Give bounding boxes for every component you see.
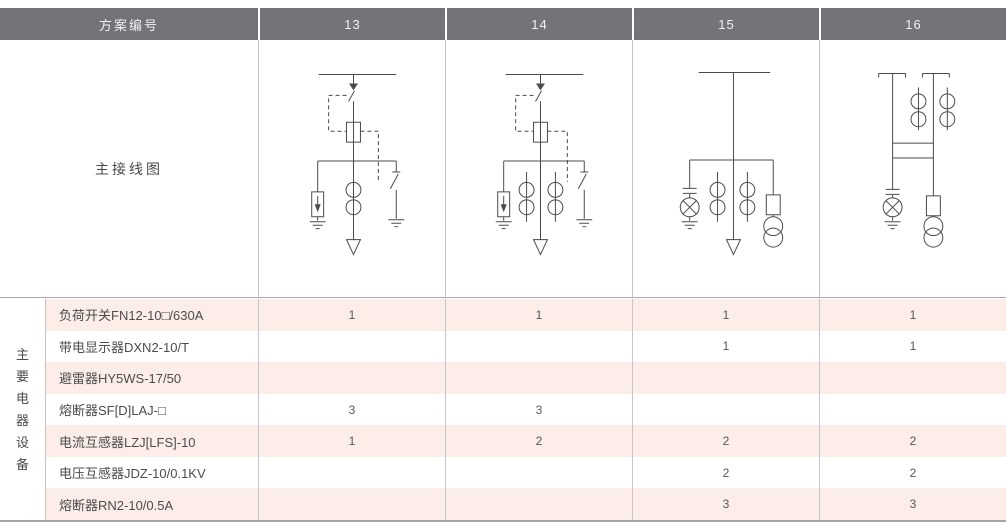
load-switch-blade	[348, 90, 355, 102]
count-cell	[445, 456, 632, 489]
header-column-14: 14	[445, 8, 632, 40]
main-wiring-diagram-row: 主接线图	[0, 40, 1006, 298]
table-row: 负荷开关FN12-10□/630A 1 1 1 1	[46, 299, 1006, 331]
header-column-13: 13	[258, 8, 445, 40]
diagram-cell-15	[632, 40, 819, 297]
count-cell	[258, 488, 445, 521]
count-cell: 3	[258, 393, 445, 426]
equipment-name: 电压互感器JDZ-10/0.1KV	[59, 466, 206, 482]
plug-contact-arrow	[349, 83, 358, 91]
ct-symbol	[547, 199, 564, 216]
table-row: 带电显示器DXN2-10/T 1 1	[46, 330, 1006, 363]
fuse-symbol	[765, 194, 781, 216]
scheme-15-diagram	[679, 72, 784, 256]
count-cell	[632, 393, 819, 426]
capacitor-symbol	[885, 188, 900, 195]
fuse-symbol	[346, 121, 361, 143]
main-wiring-diagram-label: 主接线图	[95, 160, 163, 177]
plug-contact-arrow	[536, 83, 545, 91]
header-column-16: 16	[819, 8, 1006, 40]
scheme-14-diagram	[495, 74, 593, 256]
diagram-cell-16	[819, 40, 1006, 297]
earth-switch-blade	[577, 173, 587, 190]
count-cell: 1	[445, 299, 632, 331]
interlock-to-earth-switch-dashed	[360, 130, 379, 182]
count-cell: 1	[258, 299, 445, 331]
ct-symbol	[709, 199, 726, 216]
count-cell	[258, 330, 445, 363]
count-cell	[258, 362, 445, 394]
ct-symbol	[739, 199, 756, 216]
ct-symbol	[345, 199, 362, 216]
count-cell	[445, 488, 632, 521]
count-cell: 2	[632, 456, 819, 489]
ct-symbol	[345, 181, 362, 198]
header-column-15: 15	[632, 8, 819, 40]
ct-symbol	[910, 111, 927, 128]
interlock-linkage-dashed	[515, 94, 534, 132]
ct-symbol	[739, 181, 756, 198]
scheme-13-diagram	[309, 74, 405, 256]
count-cell: 2	[819, 425, 1006, 457]
ct-symbol	[939, 93, 956, 110]
table-row: 电流互感器LZJ[LFS]-10 1 2 2 2	[46, 425, 1006, 457]
table-row: 电压互感器JDZ-10/0.1KV 2 2	[46, 456, 1006, 489]
count-cell	[445, 362, 632, 394]
fuse-symbol	[533, 121, 548, 143]
fuse-symbol	[925, 195, 941, 217]
count-cell: 2	[445, 425, 632, 457]
capacitor-symbol	[682, 187, 697, 194]
table-header-row: 方案编号 13 14 15 16	[0, 8, 1006, 40]
section-label-main-electrical-equipment: 主 要 电 器 设 备	[0, 299, 46, 520]
interlock-to-earth-switch-dashed	[547, 130, 568, 182]
earth-switch-blade	[389, 173, 399, 190]
scheme-16-diagram	[878, 73, 956, 248]
count-cell	[445, 330, 632, 363]
equipment-name: 带电显示器DXN2-10/T	[59, 339, 190, 355]
count-cell: 3	[819, 488, 1006, 521]
count-cell: 1	[819, 299, 1006, 331]
table-row: 避雷器HY5WS-17/50	[46, 362, 1006, 394]
table-row: 熔断器RN2-10/0.5A 3 3	[46, 488, 1006, 521]
ct-symbol	[518, 181, 535, 198]
ct-symbol	[547, 181, 564, 198]
count-cell: 2	[632, 425, 819, 457]
count-cell: 2	[819, 456, 1006, 489]
ct-symbol	[709, 181, 726, 198]
count-cell: 3	[445, 393, 632, 426]
ct-symbol	[939, 111, 956, 128]
header-scheme-number-label: 方案编号	[0, 8, 258, 40]
diagram-cell-14	[445, 40, 632, 297]
equipment-name: 熔断器SF[D]LAJ-□	[59, 403, 166, 419]
equipment-name: 负荷开关FN12-10□/630A	[59, 308, 204, 324]
ct-symbol	[518, 199, 535, 216]
count-cell: 1	[632, 299, 819, 331]
busbar-right	[921, 73, 950, 78]
equipment-name: 避雷器HY5WS-17/50	[59, 371, 182, 387]
count-cell: 1	[819, 330, 1006, 363]
count-cell	[258, 456, 445, 489]
table-row: 熔断器SF[D]LAJ-□ 3 3	[46, 393, 1006, 426]
interlock-linkage-dashed	[328, 94, 347, 132]
equipment-name: 熔断器RN2-10/0.5A	[59, 497, 174, 513]
equipment-rows: 负荷开关FN12-10□/630A 1 1 1 1 带电显示器DXN2-10/T…	[46, 299, 1006, 521]
count-cell: 3	[632, 488, 819, 521]
load-switch-blade	[535, 90, 542, 102]
count-cell: 1	[632, 330, 819, 363]
count-cell	[819, 393, 1006, 426]
equipment-name: 电流互感器LZJ[LFS]-10	[59, 434, 196, 450]
count-cell	[632, 362, 819, 394]
equipment-section: 主 要 电 器 设 备 负荷开关FN12-10□/630A 1 1 1 1 带电…	[0, 299, 1006, 522]
diagram-cell-13	[258, 40, 445, 297]
ct-symbol	[910, 93, 927, 110]
count-cell: 1	[258, 425, 445, 457]
count-cell	[819, 362, 1006, 394]
